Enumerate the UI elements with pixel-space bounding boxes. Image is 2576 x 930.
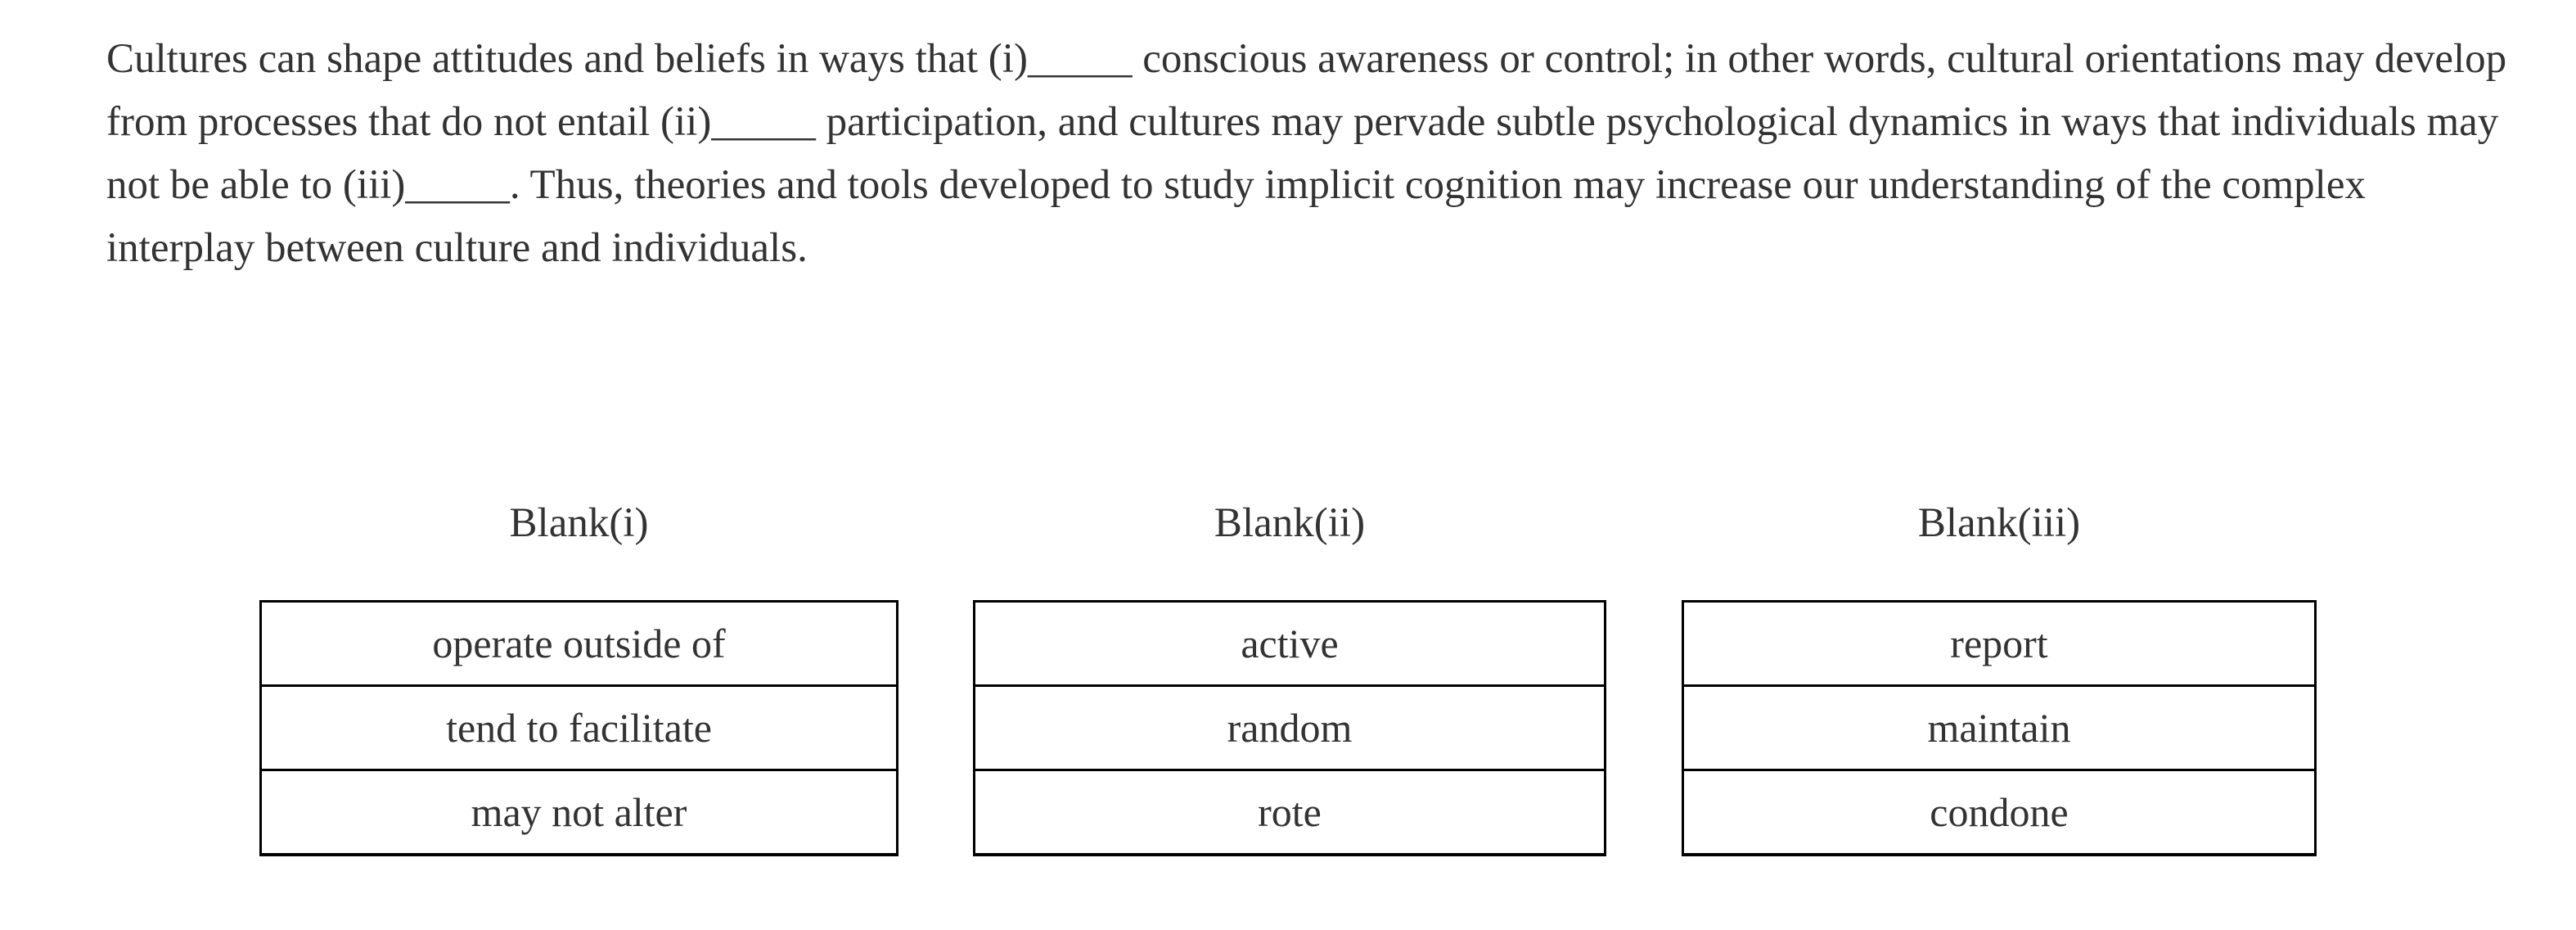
option-blank-iii-condone[interactable]: condone xyxy=(1930,789,2069,835)
option-blank-i-tend-to-facilitate[interactable]: tend to facilitate xyxy=(262,687,896,771)
blank-iii-label: Blank(iii) xyxy=(1917,500,2081,546)
passage-text-1: Cultures can shape attitudes and beliefs… xyxy=(106,36,1028,82)
question-passage: Cultures can shape attitudes and beliefs… xyxy=(106,28,2516,280)
blank-ii-column: Blank(ii) active random rote xyxy=(973,492,1606,856)
passage-text-4: . Thus, theories and tools developed to … xyxy=(106,162,2366,271)
option-blank-iii-report[interactable]: report xyxy=(1684,603,2314,687)
option-blank-iii-maintain[interactable]: maintain xyxy=(1684,687,2314,771)
blank-ii-label: Blank(ii) xyxy=(1214,500,1366,546)
blank-iii-line: _____ xyxy=(405,162,510,208)
option-blank-ii-active[interactable]: active xyxy=(975,603,1604,687)
option-blank-ii-random[interactable]: random xyxy=(975,687,1604,771)
passage-text-3: participation, and cultures may pervade … xyxy=(106,99,2499,208)
passage-text-2: conscious awareness or control; in other… xyxy=(106,36,2507,145)
blank-i-label: Blank(i) xyxy=(509,500,649,546)
blank-ii-option-table: active random rote xyxy=(973,600,1606,856)
blank-iii-column: Blank(iii) report maintain condone xyxy=(1682,492,2317,856)
option-blank-ii-rote[interactable]: rote xyxy=(1258,789,1322,835)
blank-iii-option-table: report maintain condone xyxy=(1682,600,2317,856)
option-blank-i-operate-outside-of[interactable]: operate outside of xyxy=(262,603,896,687)
blank-i-option-table: operate outside of tend to facilitate ma… xyxy=(259,600,898,856)
option-blank-i-may-not-alter[interactable]: may not alter xyxy=(471,789,687,835)
blank-i-line: _____ xyxy=(1027,36,1133,82)
blank-ii-line: _____ xyxy=(711,99,816,145)
blank-i-column: Blank(i) operate outside of tend to faci… xyxy=(259,492,898,856)
